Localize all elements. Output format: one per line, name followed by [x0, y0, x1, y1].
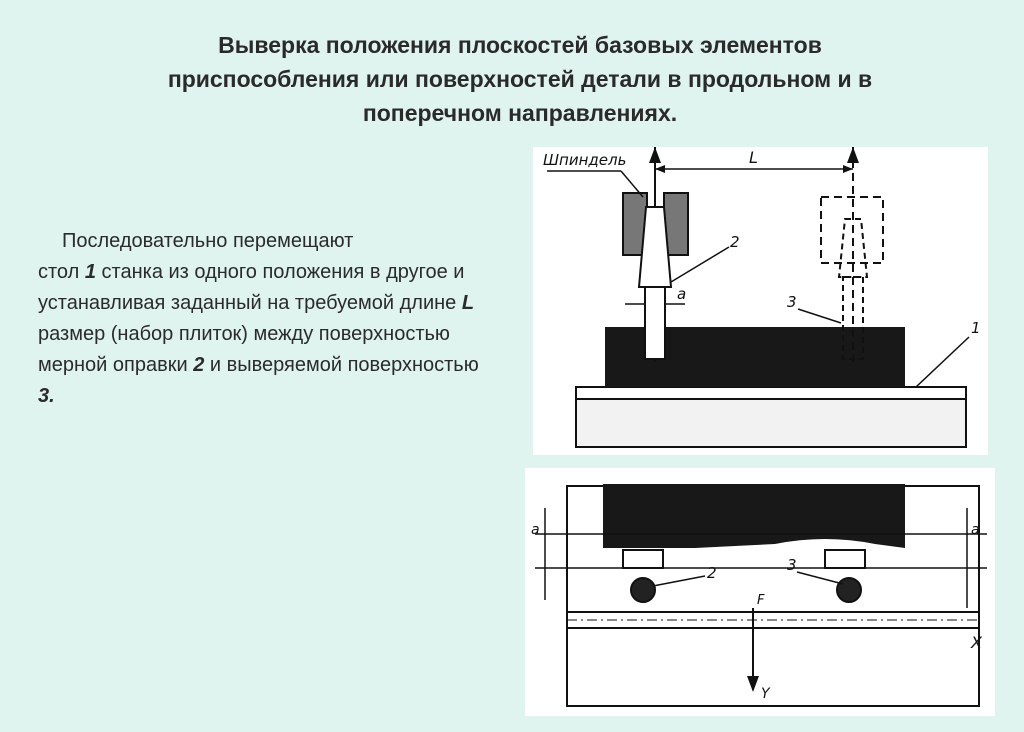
paragraph-text-2: стол: [38, 261, 85, 283]
diagram-side-view: a Шпиндель L 2 3 1: [533, 147, 988, 455]
callout-3-bottom-leader: [796, 571, 844, 585]
title-line-2: приспособления или поверхностей детали в…: [167, 66, 873, 92]
left-dim-label: a: [531, 522, 540, 538]
mandrel-right: [836, 577, 862, 603]
dimension-L-label: L: [749, 148, 758, 167]
spindle-label: Шпиндель: [543, 151, 626, 169]
axis-y-label: Y: [761, 686, 771, 702]
paragraph-text-5: и выверяемой поверхностью: [204, 354, 479, 376]
table-top-strip: [575, 386, 967, 400]
ref-length-L: L: [461, 292, 475, 314]
callout-3: 3: [787, 293, 797, 311]
title-line-1: Выверка положения плоскостей базовых эле…: [218, 32, 822, 58]
part-dark-body: [603, 484, 905, 548]
ref-surface-number: 3.: [38, 385, 55, 407]
y-axis-arrow: [747, 676, 759, 692]
mandrel-left: [630, 577, 656, 603]
callout-2-bottom-leader: [652, 575, 706, 587]
mandrel-taper: [637, 206, 673, 288]
paragraph-text-3: станка из одного положения в другое и ус…: [38, 261, 465, 314]
callout-3-leader: [797, 308, 842, 324]
callout-2-bottom: 2: [707, 564, 717, 582]
title-line-3: поперечном направлениях.: [362, 100, 678, 126]
slide-title: Выверка положения плоскостей базовых эле…: [70, 28, 970, 130]
callout-2: 2: [730, 233, 740, 251]
callout-2-leader: [670, 246, 730, 283]
dashed-mandrel-taper: [837, 218, 869, 278]
paragraph-text-4: размер (набор плиток) между поверхностью…: [38, 323, 450, 376]
gap-label: a: [677, 285, 686, 303]
table-base: [575, 398, 967, 448]
ref-table-number: 1: [84, 261, 96, 283]
second-position-arrow: [847, 147, 859, 163]
spindle-label-leader: [620, 170, 644, 198]
dashed-mandrel-shank: [842, 276, 864, 360]
right-dim-label: a: [971, 522, 980, 538]
spindle-arrow: [649, 147, 661, 163]
dim-arrow-right: [843, 165, 853, 173]
callout-1: 1: [971, 319, 981, 337]
callout-1-leader: [915, 336, 970, 388]
gauge-block-left: [622, 549, 664, 569]
diagram-top-view: Y 2 3 F a a X: [525, 468, 995, 716]
dashed-spindle: [820, 196, 884, 264]
mid-label: F: [757, 593, 765, 608]
paragraph-text-1: Последовательно перемещают: [62, 230, 354, 252]
description-paragraph: Последовательно перемещают стол 1 станка…: [38, 226, 498, 412]
ref-mandrel-number: 2: [193, 354, 205, 376]
gauge-block-right: [824, 549, 866, 569]
axis-x-label: X: [970, 633, 983, 652]
mandrel-shank: [644, 286, 666, 360]
top-view-drawing: Y 2 3 F a a X: [531, 484, 987, 707]
side-view-drawing: a Шпиндель L 2 3 1: [543, 147, 981, 448]
dim-arrow-left: [655, 165, 665, 173]
callout-3-bottom: 3: [787, 556, 797, 574]
